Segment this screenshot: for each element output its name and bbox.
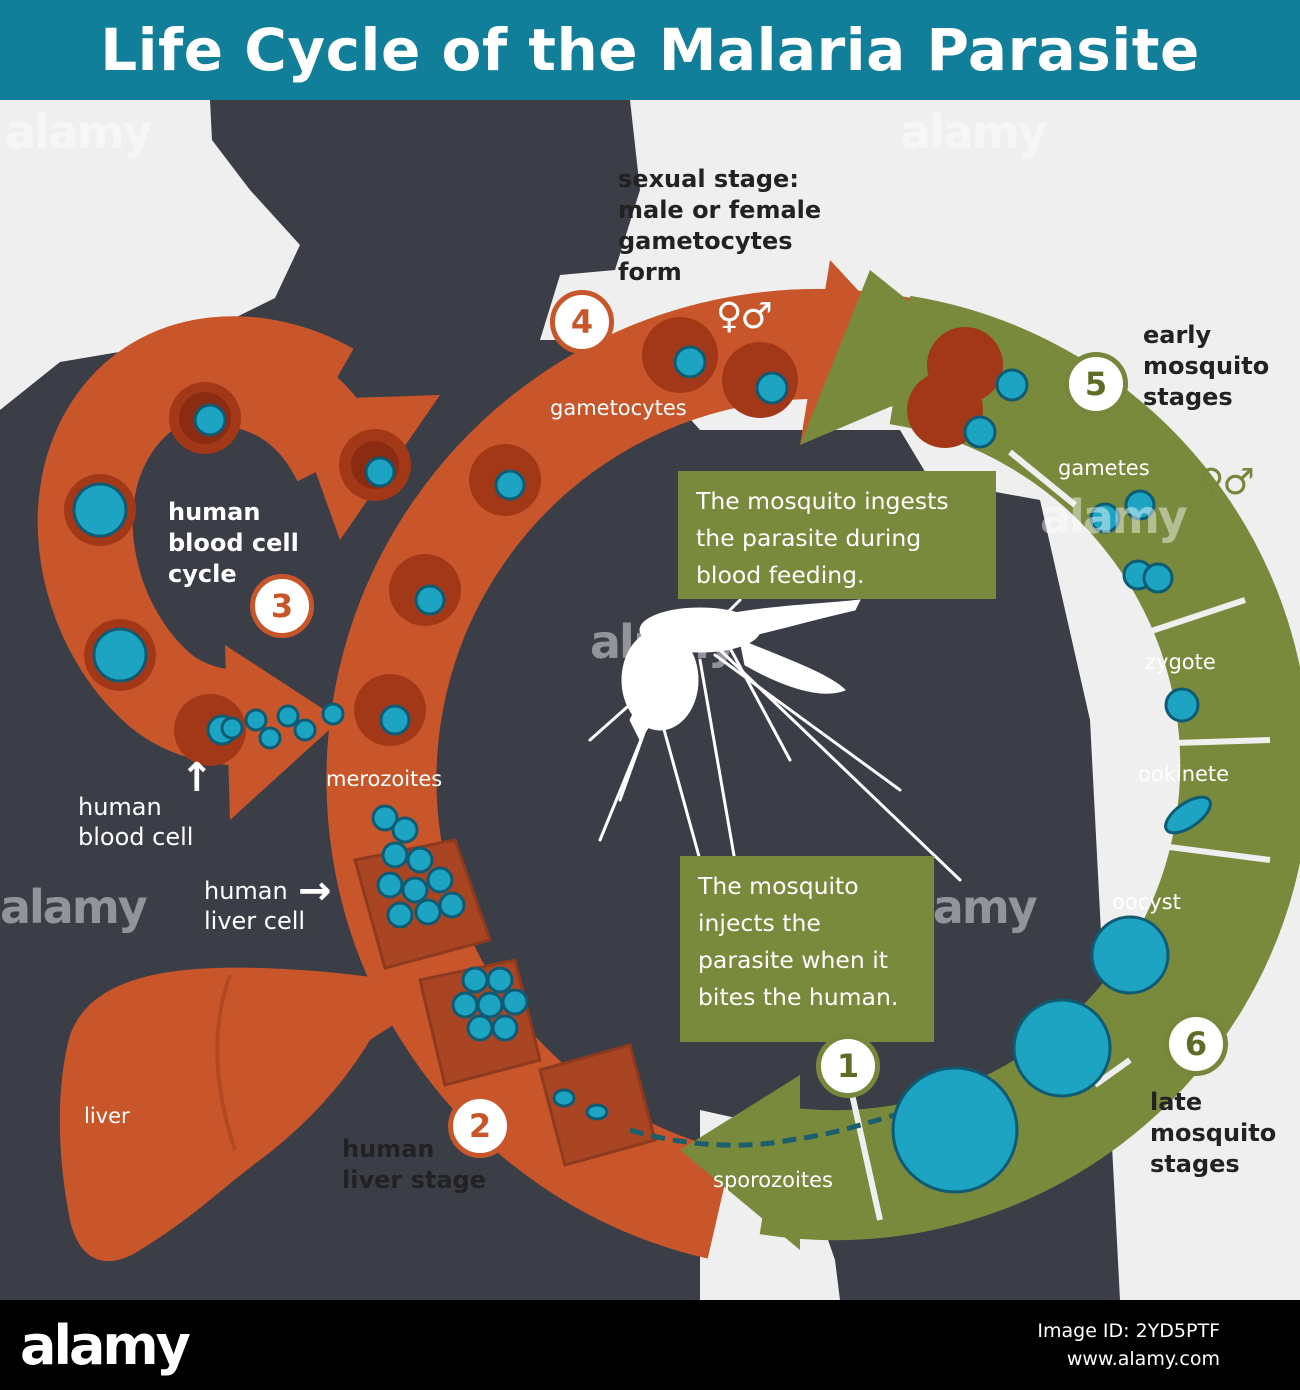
diagram-stage: alamy alamy alamy alamy alamy alamy sexu… [0, 100, 1300, 1300]
step-1-marker: 1 [816, 1034, 880, 1098]
sex-symbols-gametocytes: ♀♂ [716, 296, 773, 337]
sex-symbols-gametes: ♀♂ [1198, 462, 1255, 503]
step-3-label: human blood cell cycle [168, 498, 299, 588]
gametocytes-label: gametocytes [550, 396, 687, 420]
liver-cell-cluster [371, 804, 529, 1042]
watermark: alamy [590, 615, 738, 669]
step-6-marker: 6 [1164, 1012, 1228, 1076]
green-ring-dividers [847, 449, 1271, 1221]
ookinete-cell [1164, 795, 1212, 835]
up-arrow-icon: ↑ [180, 755, 214, 801]
oocyst-label: oocyst [1112, 890, 1181, 914]
mosquito-silhouette [588, 598, 962, 892]
watermark: alamy [0, 880, 148, 934]
merozoite-stream [220, 702, 345, 750]
gametes-label: gametes [1058, 456, 1150, 480]
step-3-marker: 3 [250, 574, 314, 638]
arrow-head-blood-bottom [225, 645, 340, 820]
image-id: Image ID: 2YD5PTF [1037, 1320, 1220, 1342]
page-title: Life Cycle of the Malaria Parasite [100, 16, 1200, 84]
right-arrow-icon: → [298, 868, 332, 914]
step-5-label: early mosquito stages [1143, 321, 1270, 411]
site-url: www.alamy.com [1066, 1348, 1220, 1370]
ingest-info-box: The mosquito ingests the parasite during… [678, 471, 996, 599]
human-liver-cell-label: human liver cell [204, 877, 306, 935]
title-bar: Life Cycle of the Malaria Parasite [0, 0, 1300, 100]
oocyst-cells [891, 915, 1170, 1194]
step-5-marker: 5 [1064, 352, 1128, 416]
step-4-marker: 4 [550, 290, 614, 354]
watermark: alamy [5, 105, 153, 159]
step-4-label: sexual stage: male or female gametocytes… [618, 165, 822, 286]
sporozoite-trail [629, 1112, 896, 1148]
ookinete-label: ookinete [1138, 762, 1230, 786]
step-2-marker: 2 [448, 1094, 512, 1158]
gamete-cells [1089, 489, 1174, 594]
merozoites-label: merozoites [326, 767, 443, 791]
watermark: alamy [1040, 490, 1188, 544]
sporozoite-dots [552, 1088, 609, 1121]
zygote-label: zygote [1145, 650, 1216, 674]
human-blood-cell-label: human blood cell [78, 793, 194, 851]
inject-info-box: The mosquito injects the parasite when i… [680, 856, 934, 1042]
footer-logo: alamy [20, 1314, 191, 1377]
sporozoites-label: sporozoites [713, 1168, 833, 1192]
zygote-cell [1164, 687, 1200, 723]
liver-shape [59, 967, 427, 1262]
arrow-head-sporozoites [680, 1075, 800, 1250]
footer-bar: alamy Image ID: 2YD5PTF www.alamy.com [0, 1300, 1300, 1390]
step-6-label: late mosquito stages [1150, 1088, 1277, 1178]
watermark: alamy [900, 105, 1048, 159]
step-2-label: human liver stage [342, 1135, 486, 1194]
liver-label: liver [84, 1104, 130, 1128]
cells-group [64, 317, 1029, 766]
